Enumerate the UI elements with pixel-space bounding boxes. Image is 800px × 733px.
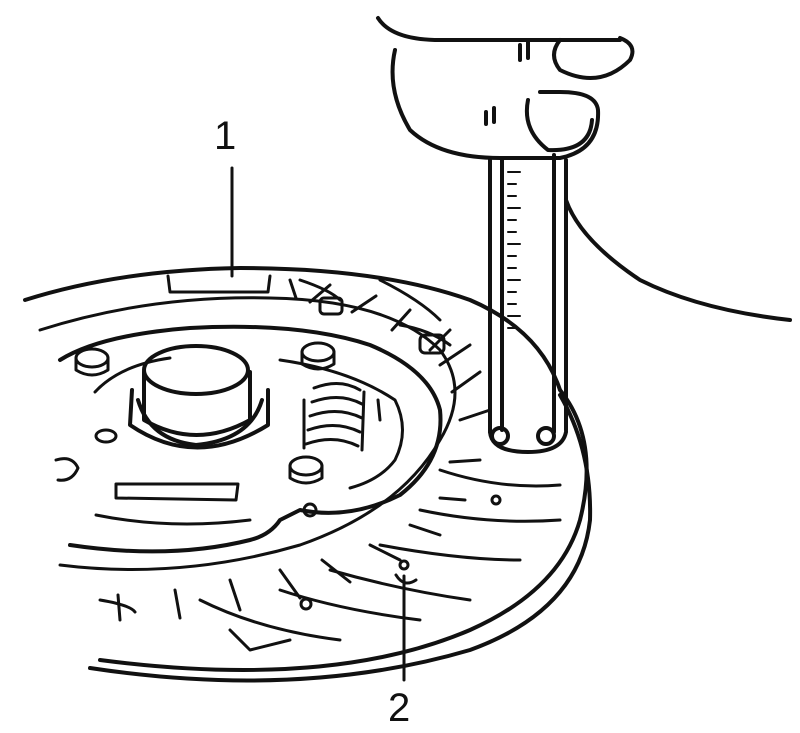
callout-label-2: 2 bbox=[388, 686, 411, 730]
hub-rivets bbox=[74, 341, 336, 518]
friction-lining-inner-edge bbox=[38, 296, 457, 571]
hub-plate-inner bbox=[93, 356, 404, 490]
clutch-disc-outer-edge-right bbox=[98, 388, 589, 672]
clutch-disc-outer-edge bbox=[23, 266, 562, 392]
hub-slots bbox=[54, 457, 252, 614]
hand bbox=[376, 16, 792, 322]
damper-springs bbox=[302, 382, 382, 452]
callout-label-1: 1 bbox=[214, 114, 237, 158]
hub-boss bbox=[128, 344, 270, 450]
friction-lining-segments bbox=[116, 274, 562, 652]
depth-gauge bbox=[488, 153, 568, 454]
hub-plate bbox=[58, 324, 443, 554]
gauge-scale-ticks bbox=[507, 171, 521, 329]
